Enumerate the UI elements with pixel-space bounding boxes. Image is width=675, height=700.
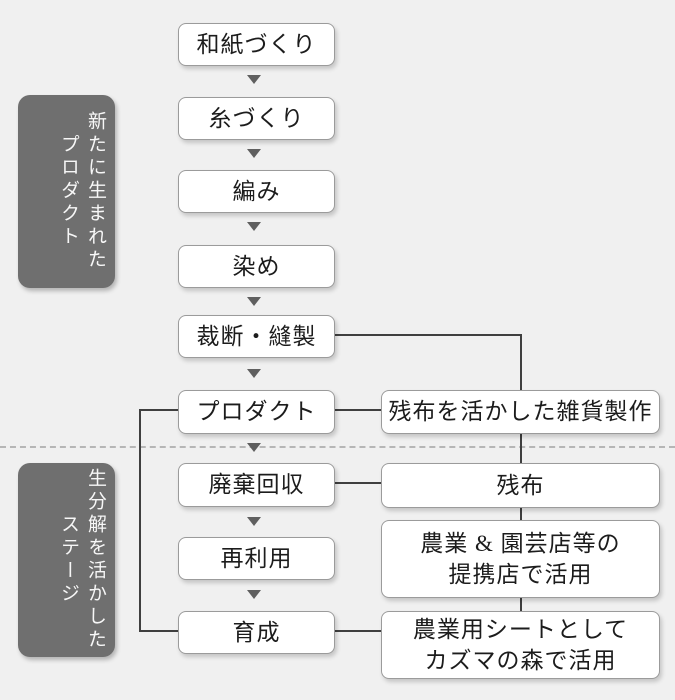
node-product: プロダクト: [178, 390, 335, 434]
connector-partner-stores-to-kazuma: [520, 595, 522, 612]
node-label-line2: カズマの森で活用: [424, 648, 617, 673]
connector-product-to-zakka: [333, 409, 381, 411]
arrow-down-icon: [247, 443, 261, 452]
connector-product-left: [140, 409, 178, 411]
stage-label-biodegradable: 生分解を活かした ステージ: [18, 463, 115, 657]
arrow-down-icon: [247, 297, 261, 306]
stage-label-new-product: 新たに生まれた プロダクト: [18, 95, 115, 288]
arrow-down-icon: [247, 222, 261, 231]
node-dyeing: 染め: [178, 245, 335, 288]
node-cultivation: 育成: [178, 611, 335, 654]
node-label: 残布: [496, 472, 545, 498]
node-leftover-cloth: 残布: [381, 463, 660, 508]
node-reuse: 再利用: [178, 537, 335, 580]
stage-divider-dashed-line: [0, 446, 675, 448]
arrow-down-icon: [247, 517, 261, 526]
stage-label-vertical-text: 新たに生まれた プロダクト: [18, 95, 115, 288]
node-thread-making: 糸づくり: [178, 97, 335, 140]
node-label-line2: 提携店で活用: [448, 562, 593, 587]
stage-label-vertical-text: 生分解を活かした ステージ: [18, 463, 115, 657]
node-knitting: 編み: [178, 170, 335, 213]
node-waste-collection: 廃棄回収: [178, 463, 335, 507]
node-label-line1: 農業 & 園芸店等の: [420, 530, 621, 556]
arrow-down-icon: [247, 75, 261, 84]
node-zakka-from-leftover-cloth: 残布を活かした雑貨製作: [381, 390, 660, 434]
node-cutting-sewing: 裁断・縫製: [178, 315, 335, 358]
connector-leftover-cloth-to-partner-stores: [520, 505, 522, 521]
connector-cultivation-left: [140, 630, 178, 632]
connector-cultivation-to-kazuma: [333, 630, 381, 632]
arrow-down-icon: [247, 590, 261, 599]
stage-label-column2: ステージ: [58, 514, 79, 606]
arrow-down-icon: [247, 149, 261, 158]
stage-label-column1: 新たに生まれた: [85, 111, 106, 272]
node-kazuma-forest: 農業用シートとして カズマの森で活用: [381, 611, 660, 679]
stage-label-column1: 生分解を活かした: [85, 468, 106, 652]
arrow-down-icon: [247, 369, 261, 378]
node-label-line1: 農業用シートとして: [412, 616, 629, 642]
connector-left-vertical-product-to-cultivation: [139, 409, 141, 632]
connector-waste-to-leftover-cloth: [333, 482, 381, 484]
connector-cutting-to-right: [333, 334, 521, 336]
node-label: 残布を活かした雑貨製作: [388, 399, 653, 425]
stage-label-column2: プロダクト: [58, 134, 79, 249]
node-washi-making: 和紙づくり: [178, 23, 335, 66]
node-partner-stores: 農業 & 園芸店等の 提携店で活用: [381, 520, 660, 598]
